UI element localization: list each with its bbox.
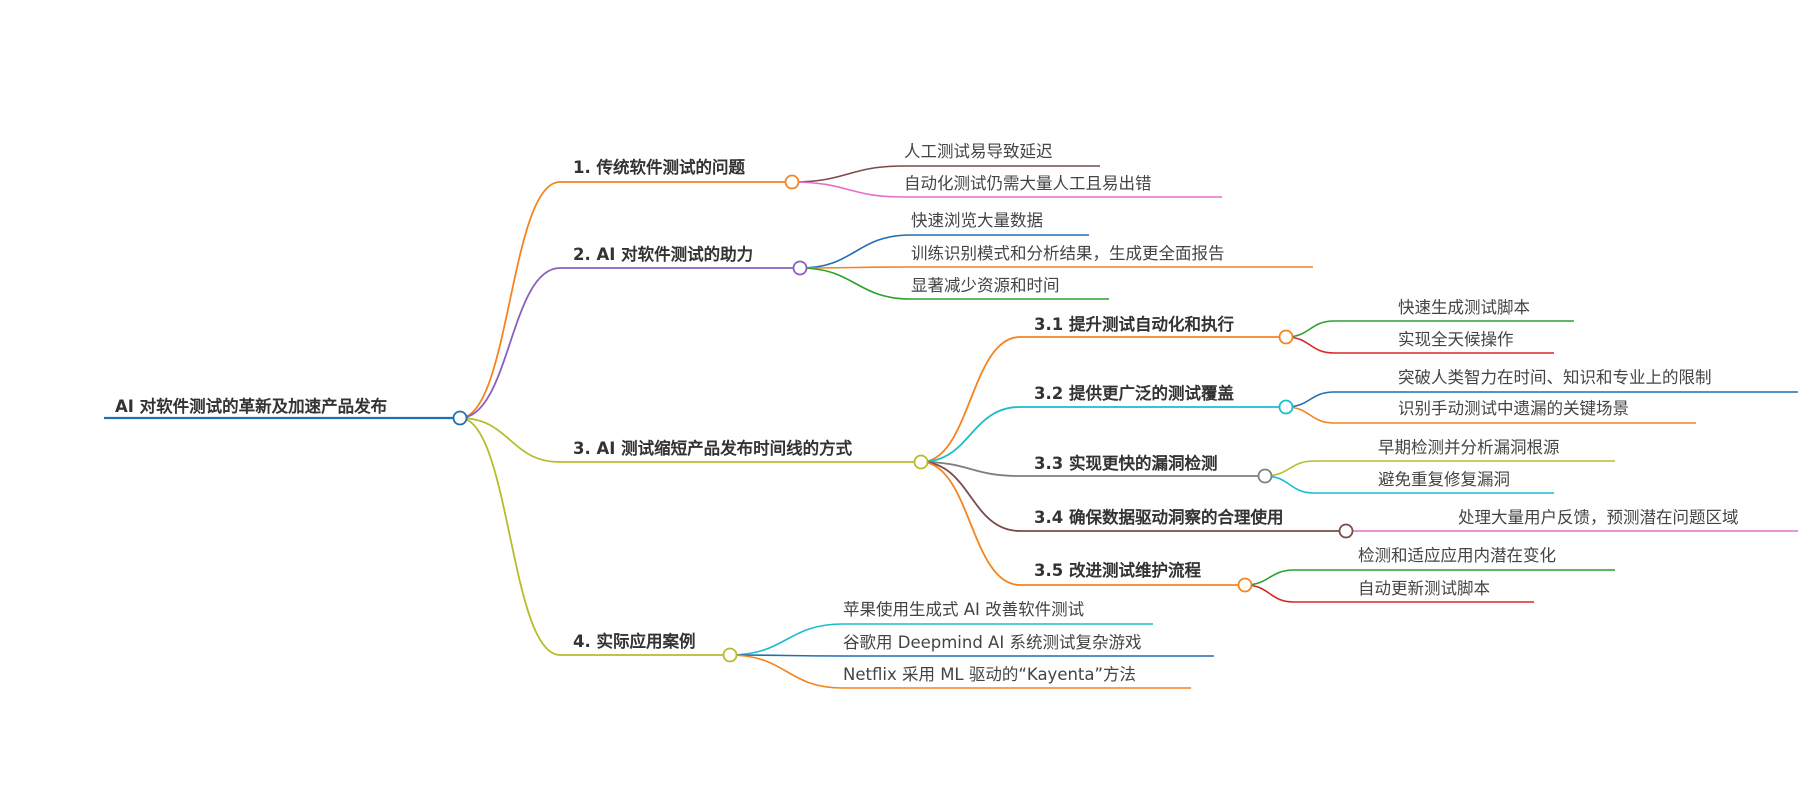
leaf-4-1: 苹果使用生成式 AI 改善软件测试 — [843, 600, 1085, 619]
leaf-1-1-connector — [791, 165, 905, 183]
branch-2-connector — [459, 267, 561, 419]
leaf-3-2-2-connector — [1285, 406, 1335, 424]
subbranch-3-2-connector — [920, 406, 1021, 463]
leaf-4-2-connector — [729, 654, 844, 657]
leaf-2-2: 训练识别模式和分析结果，生成更全面报告 — [911, 244, 1225, 263]
branch-2-label: 2. AI 对软件测试的助力 — [573, 245, 754, 264]
subbranch-3-4-node — [1338, 523, 1354, 539]
leaf-3-3-2-connector — [1264, 475, 1315, 494]
branch-4-node — [722, 647, 738, 663]
leaf-4-3: Netflix 采用 ML 驱动的“Kayenta”方法 — [843, 665, 1137, 684]
subbranch-3-3-connector — [920, 461, 1021, 477]
leaf-3-1-1-connector — [1285, 320, 1335, 338]
leaf-3-1-1: 快速生成测试脚本 — [1398, 298, 1530, 317]
leaf-3-4-1: 处理大量用户反馈，预测潜在问题区域 — [1458, 508, 1739, 527]
leaf-3-1-2: 实现全天候操作 — [1398, 330, 1514, 349]
leaf-1-2-connector — [791, 181, 905, 198]
leaf-2-3-connector — [799, 267, 912, 300]
branch-3-node — [913, 454, 929, 470]
subbranch-3-2-node — [1278, 399, 1294, 415]
branch-3-label: 3. AI 测试缩短产品发布时间线的方式 — [573, 439, 853, 458]
leaf-1-2: 自动化测试仍需大量人工且易出错 — [904, 174, 1152, 193]
leaf-4-3-connector — [729, 654, 844, 689]
leaf-3-3-1-connector — [1264, 460, 1315, 477]
subbranch-3-1-label: 3.1 提升测试自动化和执行 — [1034, 315, 1234, 334]
branch-4-label: 4. 实际应用案例 — [573, 632, 696, 651]
leaf-3-2-1: 突破人类智力在时间、知识和专业上的限制 — [1398, 368, 1712, 387]
leaf-3-1-2-connector — [1285, 336, 1335, 354]
leaf-1-1: 人工测试易导致延迟 — [904, 142, 1053, 161]
leaf-3-2-2: 识别手动测试中遗漏的关键场景 — [1398, 399, 1629, 418]
subbranch-3-4-label: 3.4 确保数据驱动洞察的合理使用 — [1034, 508, 1284, 527]
leaf-3-5-1-connector — [1244, 569, 1295, 586]
leaf-4-2: 谷歌用 Deepmind AI 系统测试复杂游戏 — [843, 633, 1142, 652]
branch-2-node — [792, 260, 808, 276]
root-label: AI 对软件测试的革新及加速产品发布 — [115, 397, 388, 416]
leaf-2-2-connector — [799, 266, 912, 269]
root-node — [452, 410, 468, 426]
leaf-3-5-1: 检测和适应应用内潜在变化 — [1358, 546, 1556, 565]
branch-1-node — [784, 174, 800, 190]
subbranch-3-5-connector — [920, 461, 1021, 586]
subbranch-3-3-label: 3.3 实现更快的漏洞检测 — [1034, 454, 1218, 473]
subbranch-3-5-node — [1237, 577, 1253, 593]
leaf-2-3: 显著减少资源和时间 — [911, 276, 1060, 295]
branch-3-connector — [459, 417, 561, 463]
leaf-2-1-connector — [799, 234, 912, 269]
subbranch-3-2-label: 3.2 提供更广泛的测试覆盖 — [1034, 384, 1234, 403]
branch-4-connector — [459, 417, 561, 656]
leaf-3-3-1: 早期检测并分析漏洞根源 — [1378, 438, 1560, 457]
branch-1-label: 1. 传统软件测试的问题 — [573, 158, 745, 177]
leaf-3-5-2-connector — [1244, 584, 1295, 603]
subbranch-3-1-node — [1278, 329, 1294, 345]
leaf-3-5-2: 自动更新测试脚本 — [1358, 579, 1490, 598]
leaf-4-1-connector — [729, 623, 844, 656]
subbranch-3-1-connector — [920, 336, 1021, 463]
subbranch-3-4-connector — [920, 461, 1021, 532]
leaf-3-2-1-connector — [1285, 391, 1335, 408]
branch-1-connector — [459, 181, 561, 419]
leaf-3-3-2: 避免重复修复漏洞 — [1378, 470, 1510, 489]
subbranch-3-5-label: 3.5 改进测试维护流程 — [1034, 561, 1201, 580]
leaf-2-1: 快速浏览大量数据 — [911, 211, 1043, 230]
subbranch-3-3-node — [1257, 468, 1273, 484]
